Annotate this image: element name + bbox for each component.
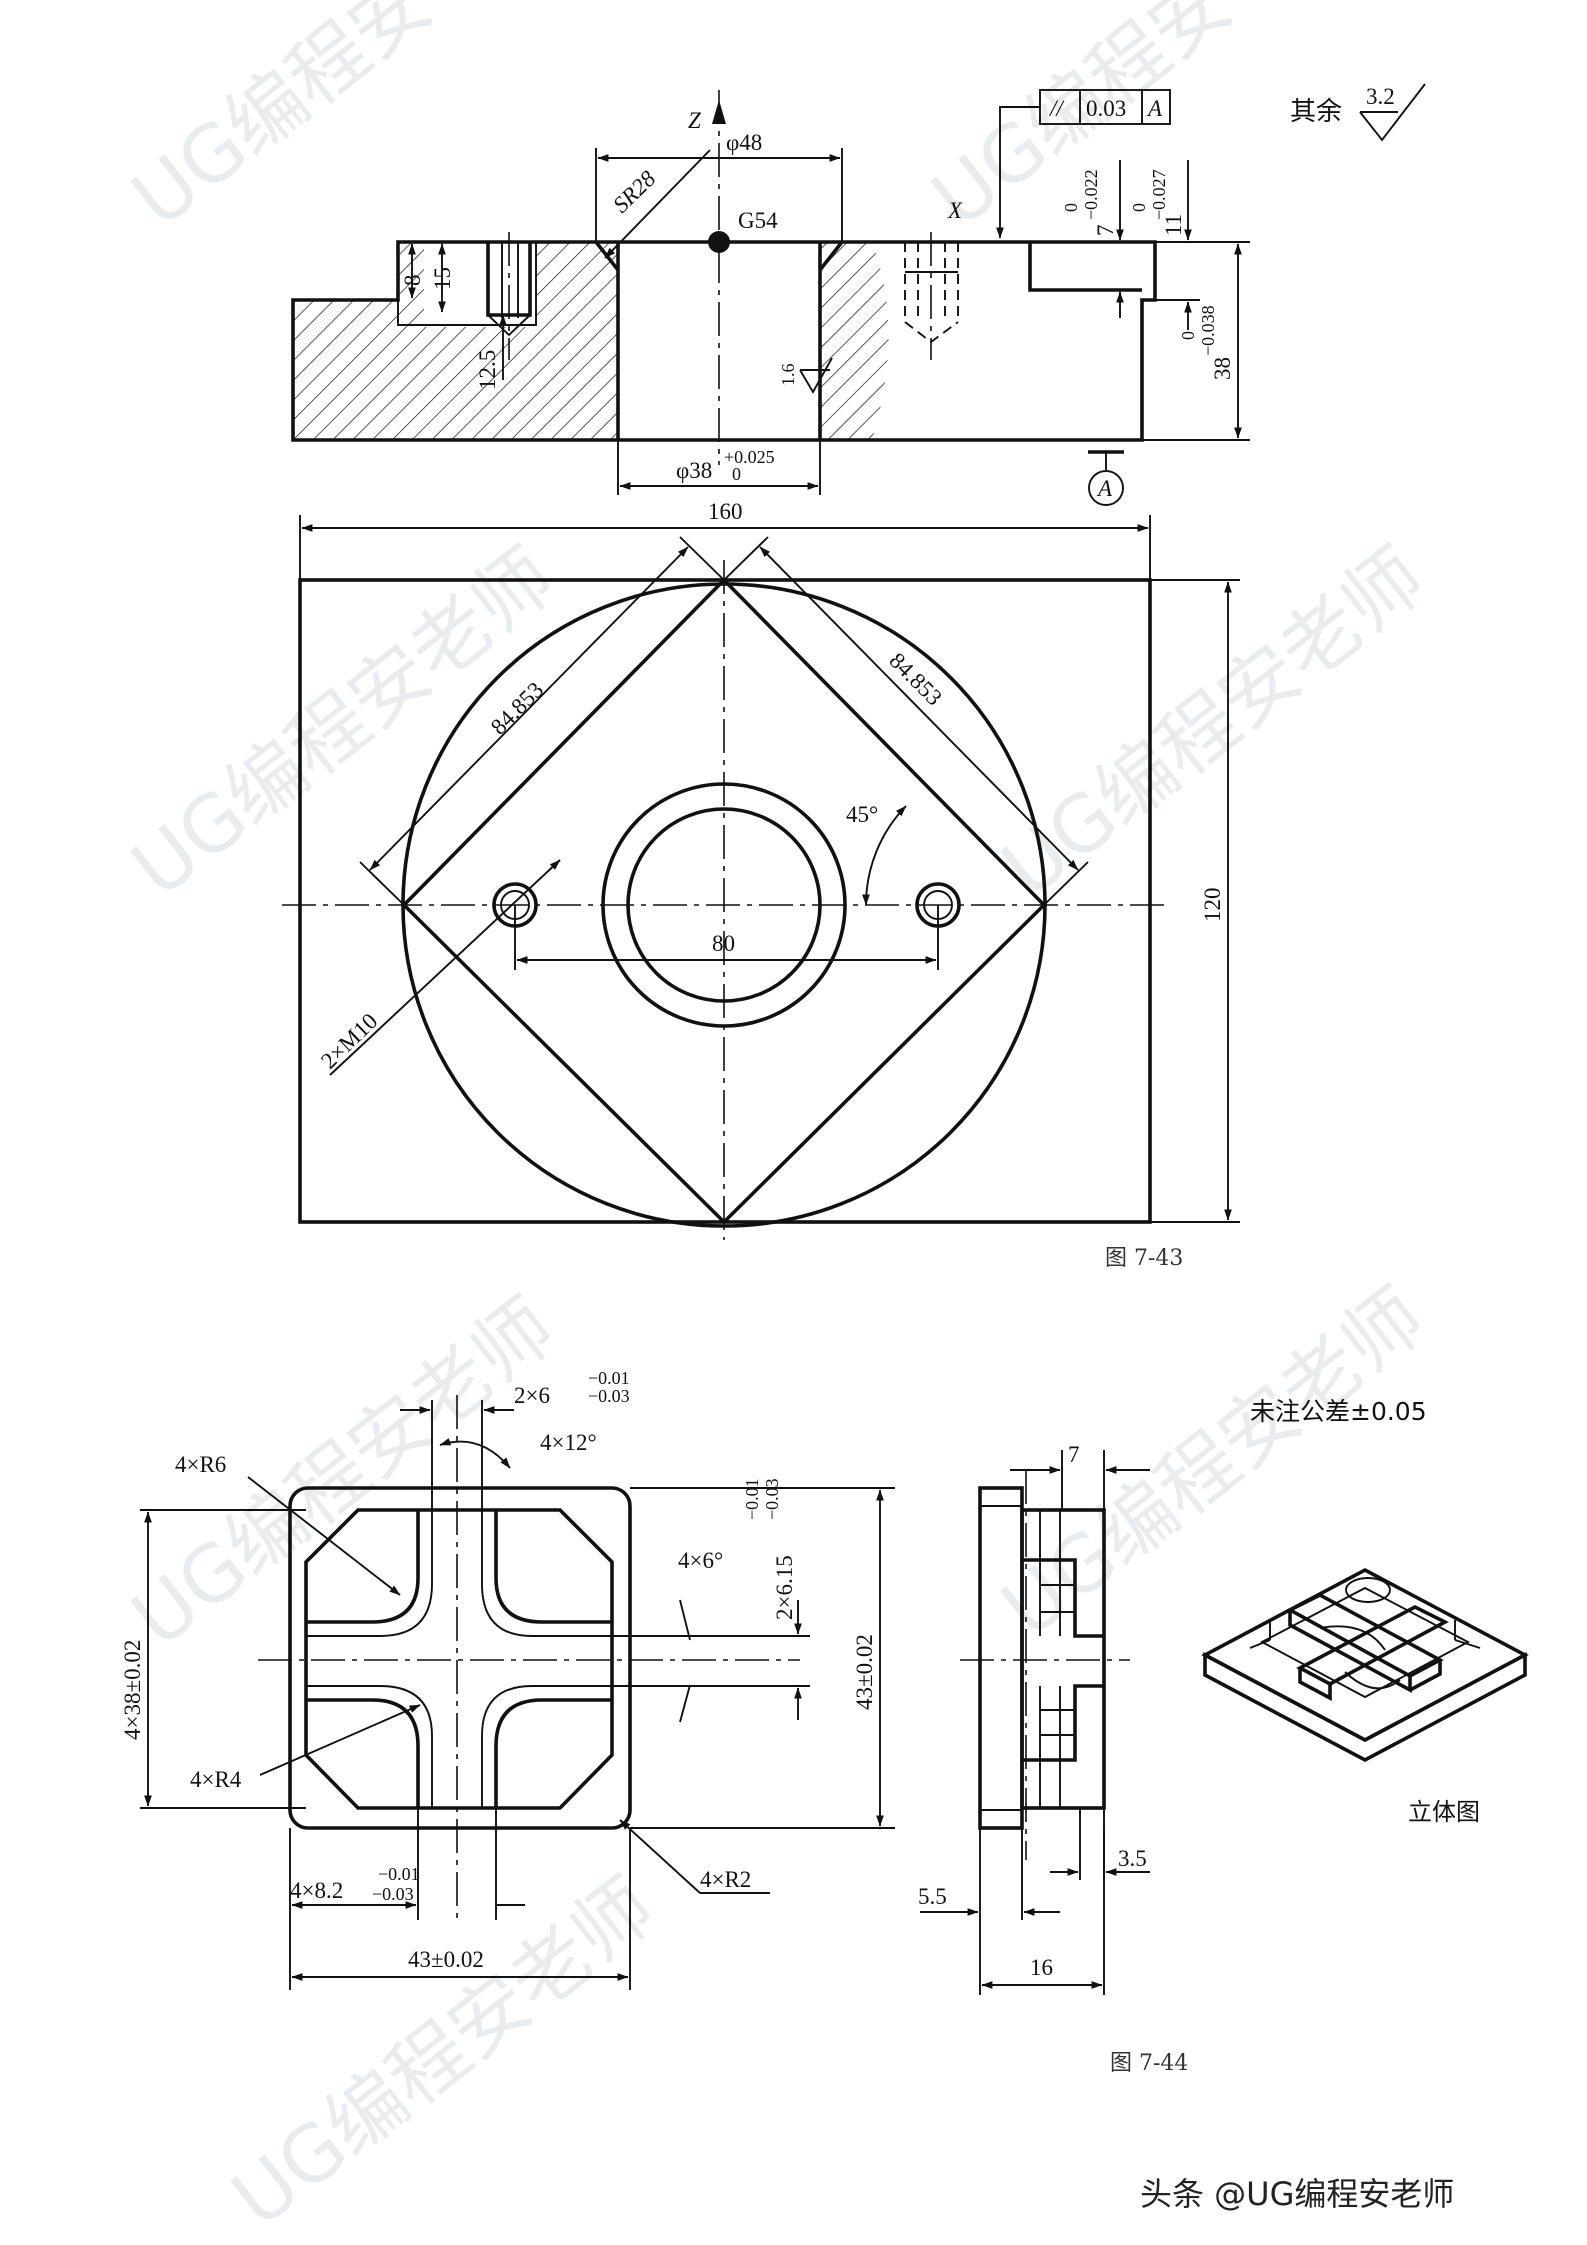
fig44-front-view: 4×R6 4×R4 4×R2 2×6 −0.01 −0.03 4×12° 4×6… <box>120 1368 895 1990</box>
datum-a-label: A <box>1096 476 1113 501</box>
dim-80: 80 <box>712 931 735 956</box>
dim-6-15-tol-upper: −0.01 <box>742 1478 762 1520</box>
source-credit: 头条 @UG编程安老师 <box>1140 2175 1454 2213</box>
watermark: UG编程安老师 <box>986 1272 1441 1655</box>
side-base <box>978 1486 1024 1830</box>
dim-phi38-tol-upper: +0.025 <box>724 447 775 467</box>
radius-r2: 4×R2 <box>700 1867 751 1892</box>
dim-depth-11: 11 <box>1161 214 1186 236</box>
axis-z-arrow-icon <box>712 100 726 124</box>
parallelism-symbol-icon: // <box>1048 96 1065 121</box>
slot-width: 2×6 <box>514 1383 550 1408</box>
leader-m10 <box>329 859 561 1076</box>
dim-phi48: φ48 <box>726 130 762 155</box>
parallelism-frame: // 0.03 A <box>996 89 1171 239</box>
dim-depth-11-tol-upper: 0 <box>1129 203 1149 212</box>
dim-12-5: 12.5 <box>475 350 500 390</box>
counterbore-outline <box>397 242 537 326</box>
dim-84853-right: 84.853 <box>884 648 946 710</box>
watermark: UG编程安老师 <box>986 532 1441 915</box>
dim-43-h: 43±0.02 <box>408 1947 484 1972</box>
dim-height-38-tol-lower: −0.038 <box>1198 305 1218 356</box>
section-hatch-right <box>820 242 889 440</box>
dim-phi38: φ38 <box>676 458 712 483</box>
radius-r4: 4×R4 <box>190 1767 242 1792</box>
parallelism-datum: A <box>1146 96 1163 121</box>
figure-44-caption: 图 7-44 <box>1110 2051 1188 2076</box>
dim-6-15: 2×6.15 <box>772 1555 797 1620</box>
g54-label: G54 <box>738 208 778 233</box>
dim-8-2-tol-upper: −0.01 <box>378 1864 420 1884</box>
dim-line-84853-right <box>759 546 1079 871</box>
dim-angle-45: 45° <box>846 802 878 827</box>
dim-phi38-tol-lower: 0 <box>732 464 741 484</box>
watermark: UG编程安老师 <box>116 0 571 245</box>
dim-line-84853-left <box>369 546 689 871</box>
dim-depth-7-tol-lower: −0.022 <box>1081 169 1101 220</box>
base-square <box>288 1486 632 1830</box>
dim-84853-left: 84.853 <box>486 677 548 739</box>
g54-origin-icon <box>708 231 730 253</box>
dim-depth-11-tol-lower: −0.027 <box>1149 169 1169 220</box>
roughness-note: 其余 3.2 <box>1290 83 1426 142</box>
dim-15: 15 <box>430 267 455 290</box>
drill-point <box>487 314 531 337</box>
roughness-symbol-icon <box>799 357 833 394</box>
bore-chamfer-right <box>818 240 844 272</box>
thread-callout: 2×M10 <box>316 1008 382 1073</box>
dim-5-5: 5.5 <box>918 1884 947 1909</box>
pocket-octagon <box>304 1508 614 1810</box>
section-pocket <box>1028 242 1142 292</box>
isometric-label: 立体图 <box>1408 1798 1480 1826</box>
roughness-note-value: 3.2 <box>1366 84 1395 109</box>
angle-12: 4×12° <box>540 1430 597 1455</box>
dim-height-38-tol-upper: 0 <box>1178 331 1198 340</box>
dim-3-5: 3.5 <box>1118 1846 1147 1871</box>
dim-160: 160 <box>708 499 743 524</box>
fig43-section-view: G54 Z X φ48 SR28 φ38 +0.025 0 8 15 12.5 … <box>291 83 1426 506</box>
dim-38-v: 4×38±0.02 <box>120 1640 145 1740</box>
datum-a-symbol: A <box>1088 450 1124 506</box>
dim-43-v: 43±0.02 <box>852 1634 877 1710</box>
dim-8-2-tol-lower: −0.03 <box>372 1884 414 1904</box>
dim-height-38: 38 <box>1210 357 1235 380</box>
slot-width-tol-upper: −0.01 <box>588 1368 630 1388</box>
dim-8-2: 4×8.2 <box>290 1878 343 1903</box>
roughness-symbol-icon <box>1359 83 1426 142</box>
dim-depth-7-tol-upper: 0 <box>1061 203 1081 212</box>
side-boss <box>1020 1508 1106 1810</box>
cross-inner-lines <box>306 1510 612 1808</box>
fig44-isometric-view <box>1201 1567 1529 1763</box>
slot-width-tol-lower: −0.03 <box>588 1386 630 1406</box>
dim-depth-7: 7 <box>1093 225 1118 237</box>
figure-43-caption: 图 7-43 <box>1105 1246 1183 1271</box>
leader-sr28 <box>604 149 711 259</box>
watermark: UG编程安老师 <box>216 1862 671 2245</box>
fig44-side-view: 7 3.5 5.5 16 <box>918 1442 1150 1995</box>
dim-16: 16 <box>1030 1955 1053 1980</box>
parallelism-value: 0.03 <box>1086 96 1126 121</box>
angle-6: 4×6° <box>678 1548 723 1573</box>
dim-120: 120 <box>1200 888 1225 923</box>
roughness-note-label: 其余 <box>1290 97 1342 127</box>
general-tolerance-note: 未注公差±0.05 <box>1250 1397 1427 1426</box>
dim-8: 8 <box>400 275 425 287</box>
dim-6-15-tol-lower: −0.03 <box>762 1478 782 1520</box>
radius-r6: 4×R6 <box>175 1452 226 1477</box>
dim-7: 7 <box>1068 1442 1080 1467</box>
axis-x-label: X <box>947 198 963 223</box>
angle-arc-45 <box>862 805 907 906</box>
roughness-1-6: 1.6 <box>778 364 798 387</box>
cross-outline <box>306 1510 612 1808</box>
axis-z-label: Z <box>688 108 701 133</box>
